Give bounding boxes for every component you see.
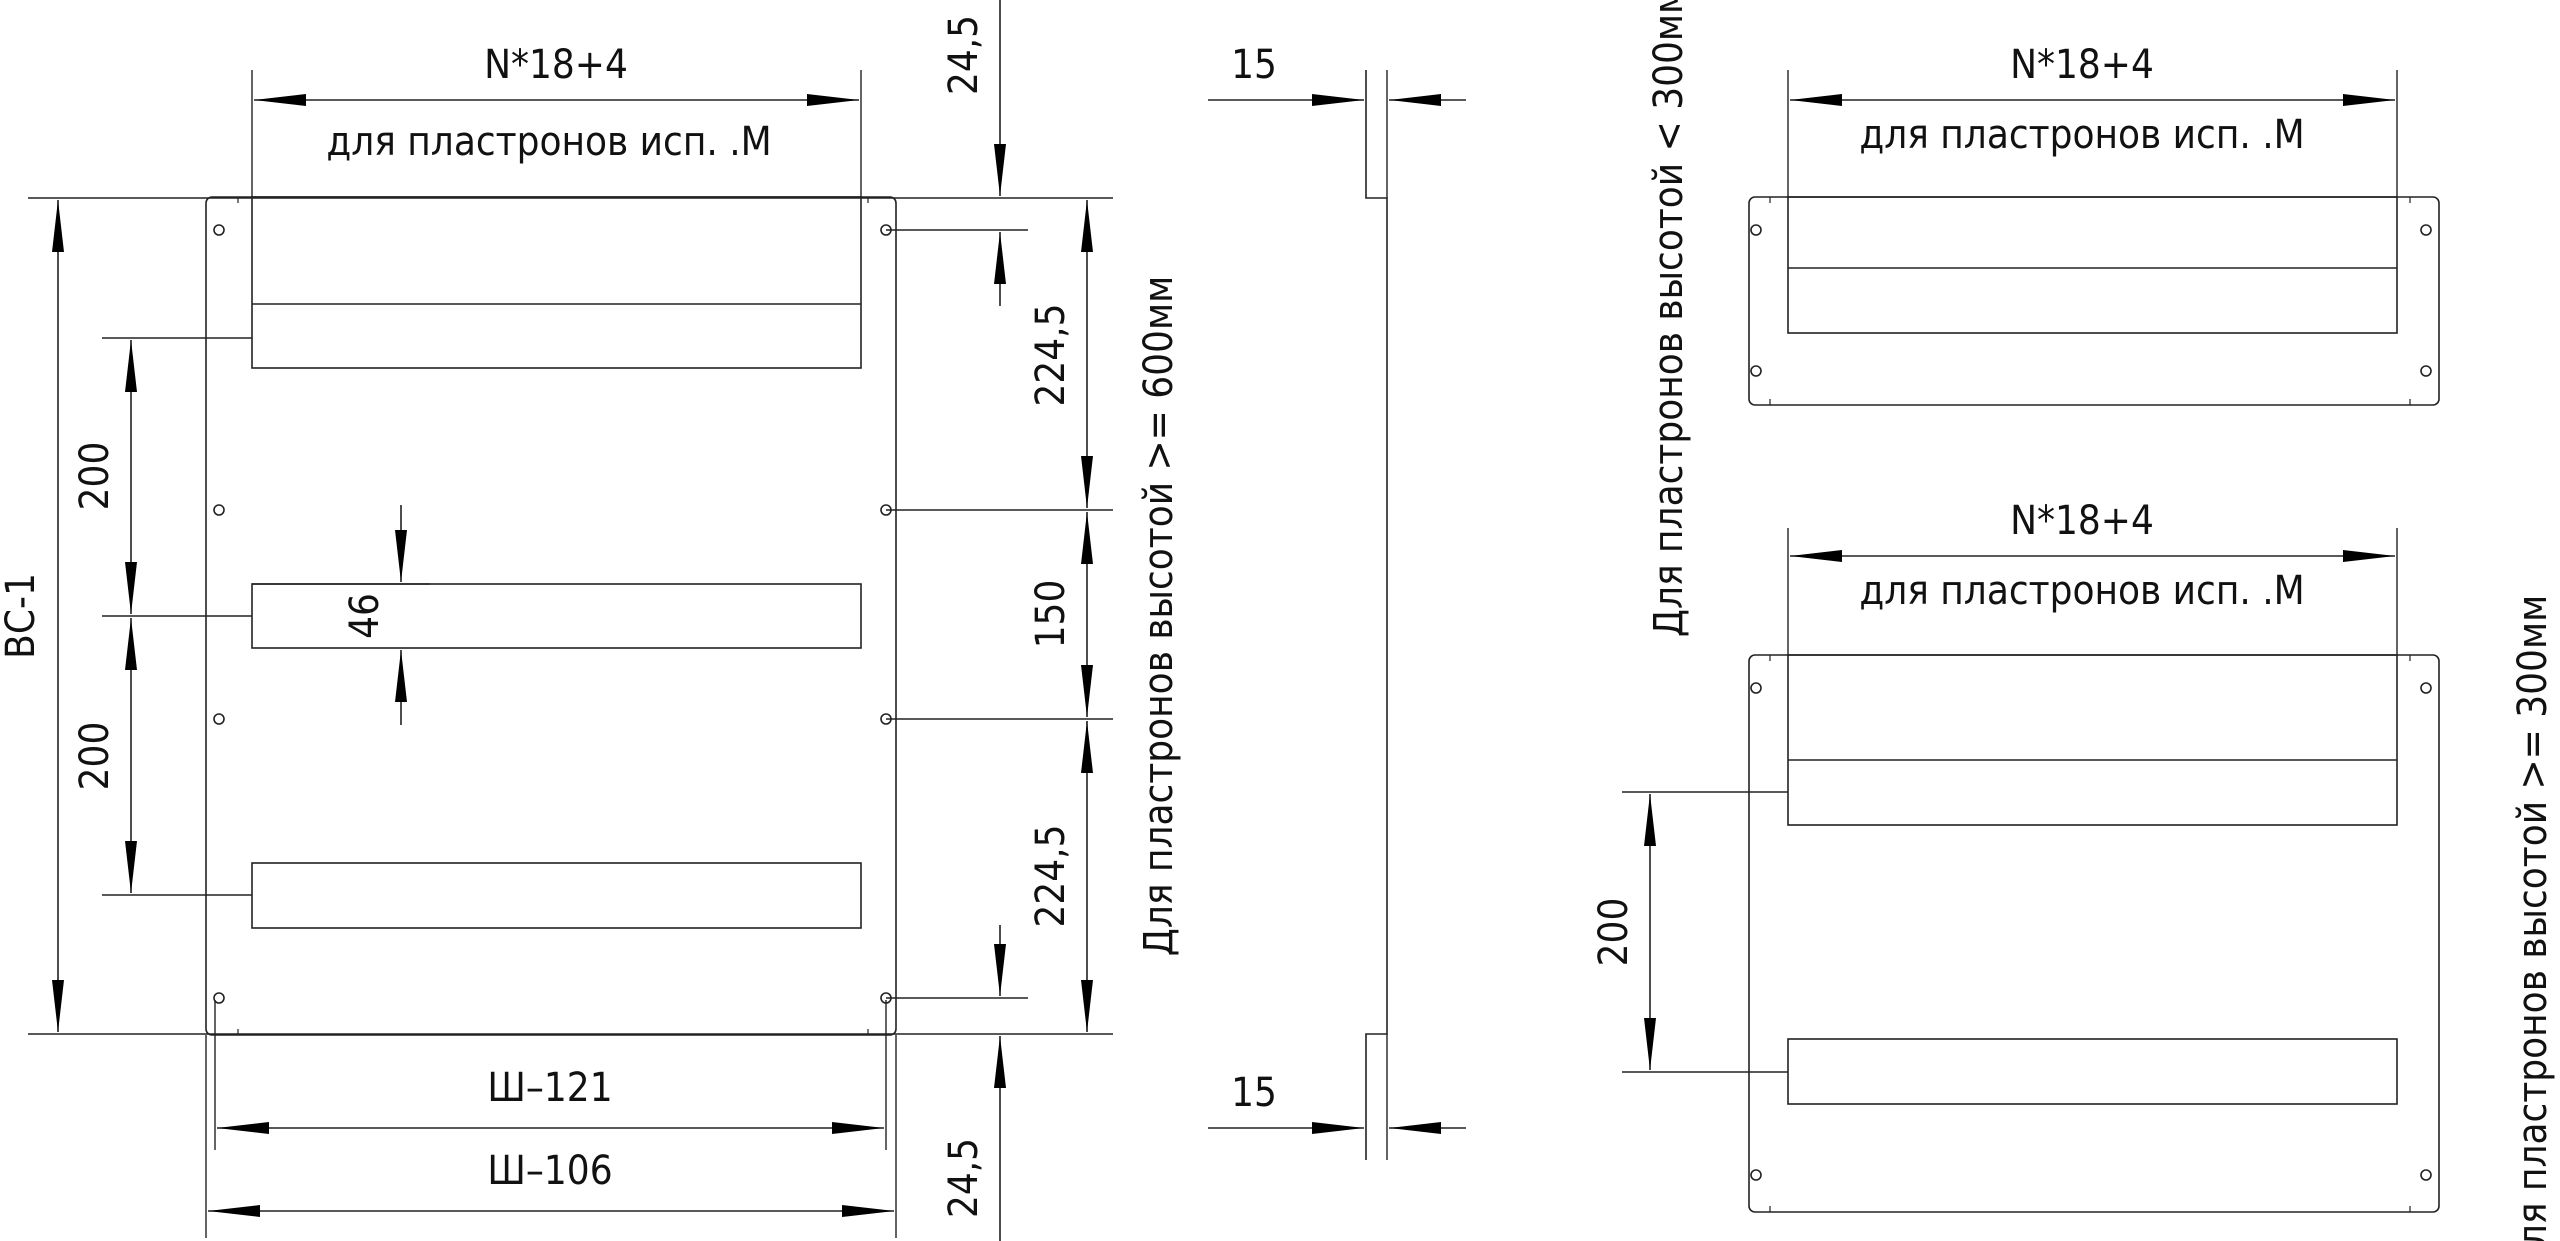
label-side-top: 15 (1231, 42, 1277, 88)
caption-short: Для пластронов высотой < 300мм (1646, 0, 1692, 637)
panel-outline-mid (1748, 654, 2440, 1213)
mounting-hole (213, 224, 225, 236)
label-for-plastron-left: для пластронов исп. .М (326, 119, 771, 165)
label-offset-top: 24,5 (941, 15, 987, 95)
cutout-mid-top (1787, 654, 2398, 826)
mounting-hole (213, 504, 225, 516)
label-width-121: Ш–121 (487, 1065, 612, 1111)
label-offset-bottom: 24,5 (941, 1138, 987, 1218)
label-for-plastron-short: для пластронов исп. .М (1859, 112, 2304, 158)
label-height-designation: ВС-1 (0, 573, 44, 659)
caption-mid: Для пластронов высотой >= 300мм (2510, 595, 2556, 1241)
front-view-mid: N*18+4 для пластронов исп. .М 200 Для пл… (1591, 498, 2556, 1241)
label-width-106: Ш–106 (487, 1148, 612, 1194)
mounting-hole (1750, 1169, 1762, 1181)
mounting-hole (2420, 682, 2432, 694)
mounting-hole (1750, 365, 1762, 377)
mounting-hole (1750, 682, 1762, 694)
mounting-hole (213, 992, 225, 1004)
label-pitch-mid: 200 (1591, 898, 1637, 967)
front-view-short: Для пластронов высотой < 300мм N*18+4 дл… (1646, 0, 2440, 637)
mounting-hole (2420, 365, 2432, 377)
label-span-middle: 150 (1028, 580, 1074, 649)
cutout-short (1787, 196, 2398, 334)
label-width-formula-mid: N*18+4 (2010, 498, 2154, 544)
label-pitch-upper: 200 (72, 442, 118, 511)
cutout-top (251, 196, 862, 369)
label-span-top: 224,5 (1028, 304, 1074, 407)
label-side-bottom: 15 (1231, 1070, 1277, 1116)
label-for-plastron-mid: для пластронов исп. .М (1859, 568, 2304, 614)
caption-tall: Для пластронов высотой >= 600мм (1136, 276, 1182, 957)
label-span-bottom: 224,5 (1028, 825, 1074, 928)
mounting-hole (2420, 224, 2432, 236)
cutout-bottom (251, 862, 862, 929)
cutout-mid-bottom (1787, 1038, 2398, 1105)
mounting-hole (2420, 1169, 2432, 1181)
mounting-hole (213, 713, 225, 725)
panel-outline-short (1748, 196, 2440, 406)
side-profile (1365, 70, 1388, 1160)
label-slot-height: 46 (342, 593, 388, 639)
label-width-formula-left: N*18+4 (484, 42, 628, 88)
front-view-tall: ВС-1 200 200 46 N*18+4 для пластронов ис… (0, 0, 1182, 1241)
side-view: 15 15 (1208, 42, 1466, 1160)
panel-outline-tall (205, 196, 897, 1036)
label-width-formula-short: N*18+4 (2010, 42, 2154, 88)
mounting-hole (1750, 224, 1762, 236)
label-pitch-lower: 200 (72, 722, 118, 791)
